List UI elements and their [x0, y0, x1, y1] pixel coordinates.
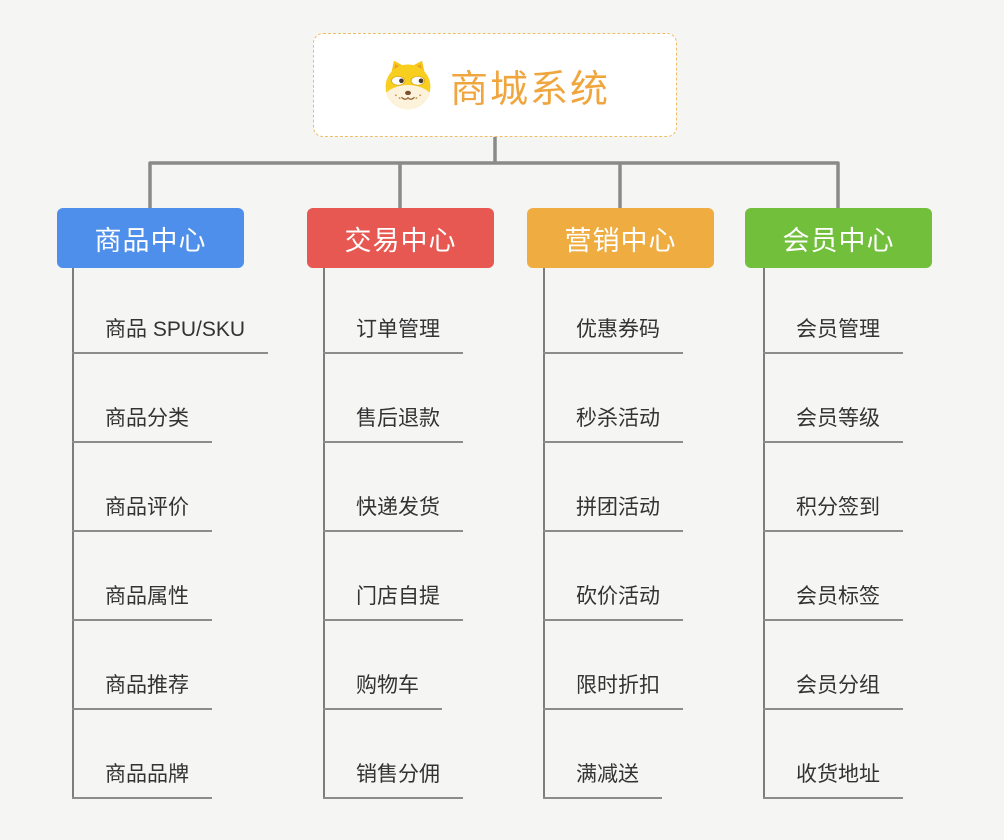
branch-bus-line [148, 161, 840, 209]
branch-children: 订单管理 售后退款 快递发货 门店自提 购物车 销售分佣 [323, 268, 583, 801]
child-trunk-line [72, 268, 74, 799]
child-node[interactable]: 限时折扣 [543, 664, 683, 710]
branch-children: 优惠券码 秒杀活动 拼团活动 砍价活动 限时折扣 满减送 [543, 268, 803, 801]
child-node[interactable]: 快递发货 [323, 486, 463, 532]
child-node[interactable]: 商品品牌 [72, 753, 212, 799]
child-node[interactable]: 售后退款 [323, 397, 463, 443]
branch-goods-center: 商品中心 商品 SPU/SKU 商品分类 商品评价 商品属性 商品推荐 商品品牌 [57, 208, 269, 799]
child-node[interactable]: 商品评价 [72, 486, 212, 532]
child-node[interactable]: 积分签到 [763, 486, 903, 532]
child-node[interactable]: 会员标签 [763, 575, 903, 621]
branch-children: 会员管理 会员等级 积分签到 会员标签 会员分组 收货地址 [763, 268, 1004, 801]
child-node[interactable]: 商品属性 [72, 575, 212, 621]
root-node-title: 商城系统 [449, 68, 610, 111]
branch-children: 商品 SPU/SKU 商品分类 商品评价 商品属性 商品推荐 商品品牌 [72, 268, 332, 801]
child-node[interactable]: 会员管理 [763, 308, 903, 354]
dog-face-icon [385, 60, 431, 110]
child-node[interactable]: 拼团活动 [543, 486, 683, 532]
child-node[interactable]: 销售分佣 [323, 753, 463, 799]
child-node[interactable]: 门店自提 [323, 575, 463, 621]
child-trunk-line [323, 268, 325, 799]
branch-node[interactable]: 营销中心 [527, 208, 714, 268]
child-node[interactable]: 订单管理 [323, 308, 463, 354]
branch-node[interactable]: 会员中心 [745, 208, 932, 268]
branch-marketing-center: 营销中心 优惠券码 秒杀活动 拼团活动 砍价活动 限时折扣 满减送 [527, 208, 714, 799]
child-node[interactable]: 砍价活动 [543, 575, 683, 621]
child-node[interactable]: 商品分类 [72, 397, 212, 443]
child-trunk-line [763, 268, 765, 799]
child-node[interactable]: 会员分组 [763, 664, 903, 710]
child-node[interactable]: 商品推荐 [72, 664, 212, 710]
branch-node[interactable]: 交易中心 [307, 208, 494, 268]
child-node[interactable]: 满减送 [543, 753, 662, 799]
child-node[interactable]: 收货地址 [763, 753, 903, 799]
child-node[interactable]: 商品 SPU/SKU [72, 308, 269, 354]
child-node[interactable]: 购物车 [323, 664, 442, 710]
branch-node[interactable]: 商品中心 [57, 208, 244, 268]
child-node[interactable]: 优惠券码 [543, 308, 683, 354]
child-trunk-line [543, 268, 545, 799]
child-node[interactable]: 会员等级 [763, 397, 903, 443]
root-node[interactable]: 商城系统 [313, 33, 677, 137]
branch-trade-center: 交易中心 订单管理 售后退款 快递发货 门店自提 购物车 销售分佣 [307, 208, 494, 799]
branch-member-center: 会员中心 会员管理 会员等级 积分签到 会员标签 会员分组 收货地址 [745, 208, 932, 799]
child-node[interactable]: 秒杀活动 [543, 397, 683, 443]
